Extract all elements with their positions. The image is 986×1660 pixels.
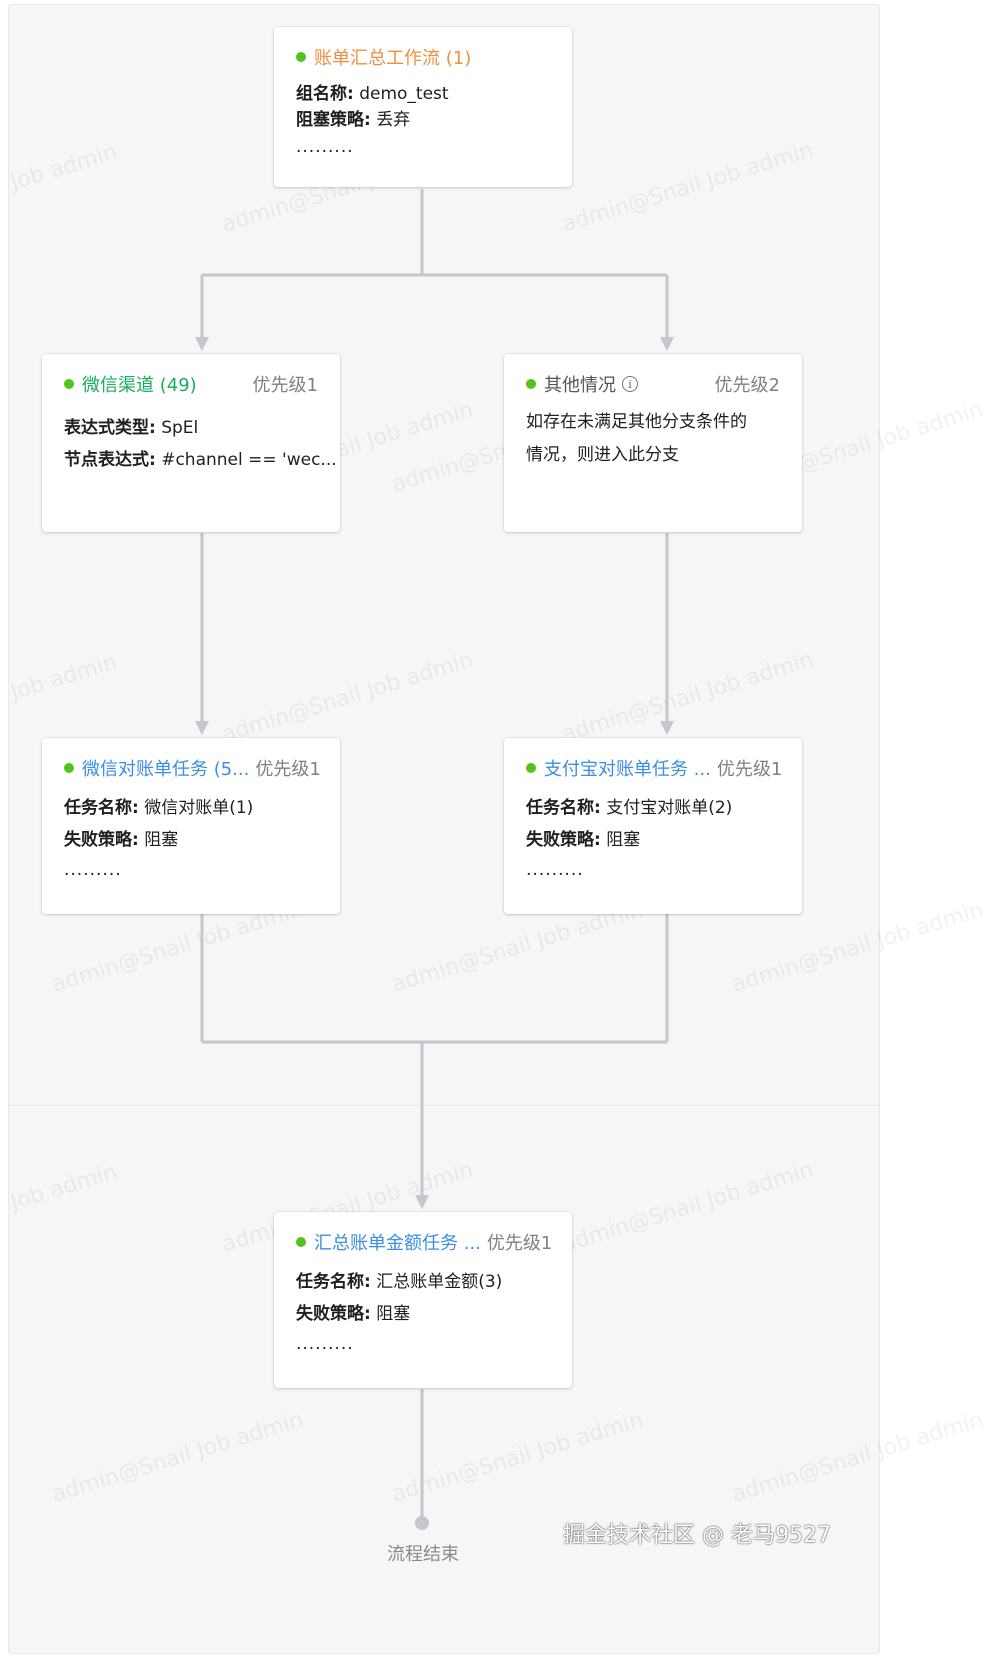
node-title[interactable]: 支付宝对账单任务 ... [544, 759, 711, 780]
condition-node-wechat[interactable]: 微信渠道 (49) 优先级1 表达式类型: SpEl 节点表达式: #chann… [42, 354, 340, 532]
arrow-head [660, 721, 674, 735]
field-value: 丢弃 [376, 110, 411, 130]
status-dot [526, 763, 536, 773]
section-divider [9, 1105, 879, 1106]
field-value: 阻塞 [606, 830, 641, 850]
more-ellipsis: ......... [526, 860, 584, 880]
fail-strategy-row: 失败策略: 阻塞 [64, 824, 318, 856]
priority-label: 优先级1 [255, 759, 321, 780]
flow-connectors [195, 189, 674, 1530]
description-line: 情况，则进入此分支 [526, 445, 679, 465]
task-name-row: 任务名称: 汇总账单金额(3) [296, 1266, 550, 1298]
field-label: 表达式类型: [64, 418, 156, 438]
condition-node-other[interactable]: 其他情况 i 优先级2 如存在未满足其他分支条件的 情况，则进入此分支 [504, 354, 802, 532]
arrow-head [415, 1195, 429, 1209]
node-title[interactable]: 汇总账单金额任务 ... [314, 1233, 481, 1254]
workflow-root-node[interactable]: 账单汇总工作流 (1) 组名称: demo_test 阻塞策略: 丢弃 ....… [274, 27, 572, 187]
node-title[interactable]: 账单汇总工作流 (1) [314, 48, 472, 69]
arrow-head [195, 721, 209, 735]
end-node-dot [415, 1516, 429, 1530]
field-label: 节点表达式: [64, 450, 156, 470]
field-value: 汇总账单金额(3) [376, 1272, 503, 1292]
fail-strategy-row: 失败策略: 阻塞 [296, 1298, 550, 1330]
field-label: 阻塞策略: [296, 110, 371, 130]
task-node-alipay[interactable]: 支付宝对账单任务 ... 优先级1 任务名称: 支付宝对账单(2) 失败策略: … [504, 738, 802, 914]
field-value: 微信对账单(1) [144, 798, 254, 818]
field-label: 任务名称: [526, 798, 601, 818]
status-dot [296, 1237, 306, 1247]
arrow-head [195, 337, 209, 351]
task-name-row: 任务名称: 微信对账单(1) [64, 792, 318, 824]
node-title[interactable]: 其他情况 [544, 375, 616, 396]
description-line: 如存在未满足其他分支条件的 [526, 412, 747, 432]
more-ellipsis: ......... [64, 860, 122, 880]
field-value: 阻塞 [144, 830, 179, 850]
arrow-head [660, 337, 674, 351]
field-label: 任务名称: [296, 1272, 371, 1292]
task-node-summary[interactable]: 汇总账单金额任务 ... 优先级1 任务名称: 汇总账单金额(3) 失败策略: … [274, 1212, 572, 1388]
block-strategy-row: 阻塞策略: 丢弃 [296, 107, 550, 133]
field-label: 组名称: [296, 84, 354, 104]
field-label: 任务名称: [64, 798, 139, 818]
status-dot [526, 379, 536, 389]
priority-label: 优先级1 [716, 759, 783, 780]
flow-end-label: 流程结束 [387, 1544, 459, 1565]
more-ellipsis: ......... [296, 1334, 354, 1354]
priority-label: 优先级1 [486, 1233, 553, 1254]
node-title[interactable]: 微信渠道 (49) [82, 375, 197, 396]
more-ellipsis: ......... [296, 137, 354, 157]
status-dot [296, 52, 306, 62]
workflow-canvas: Job admin admin@Snail Job admin admin@Sn… [8, 4, 986, 1654]
field-label: 失败策略: [526, 830, 601, 850]
task-name-row: 任务名称: 支付宝对账单(2) [526, 792, 780, 824]
field-label: 失败策略: [296, 1304, 371, 1324]
field-value: 阻塞 [376, 1304, 411, 1324]
node-title[interactable]: 微信对账单任务 (5... [82, 759, 250, 780]
priority-label: 优先级2 [714, 375, 780, 396]
branch-description: 如存在未满足其他分支条件的 情况，则进入此分支 [526, 406, 780, 472]
info-icon[interactable]: i [622, 376, 638, 392]
footer-attribution: 掘金技术社区 @ 老马9527 [563, 1523, 831, 1548]
status-dot [64, 763, 74, 773]
node-expression-row: 节点表达式: #channel == 'wec... [64, 444, 337, 476]
group-name-row: 组名称: demo_test [296, 81, 550, 107]
field-value: #channel == 'wec... [161, 450, 337, 470]
fail-strategy-row: 失败策略: 阻塞 [526, 824, 780, 856]
expression-type-row: 表达式类型: SpEl [64, 412, 318, 444]
field-value: 支付宝对账单(2) [606, 798, 733, 818]
field-value: demo_test [359, 84, 449, 104]
field-value: SpEl [161, 418, 199, 438]
field-label: 失败策略: [64, 830, 139, 850]
status-dot [64, 379, 74, 389]
priority-label: 优先级1 [252, 375, 318, 396]
task-node-wechat[interactable]: 微信对账单任务 (5... 优先级1 任务名称: 微信对账单(1) 失败策略: … [42, 738, 340, 914]
